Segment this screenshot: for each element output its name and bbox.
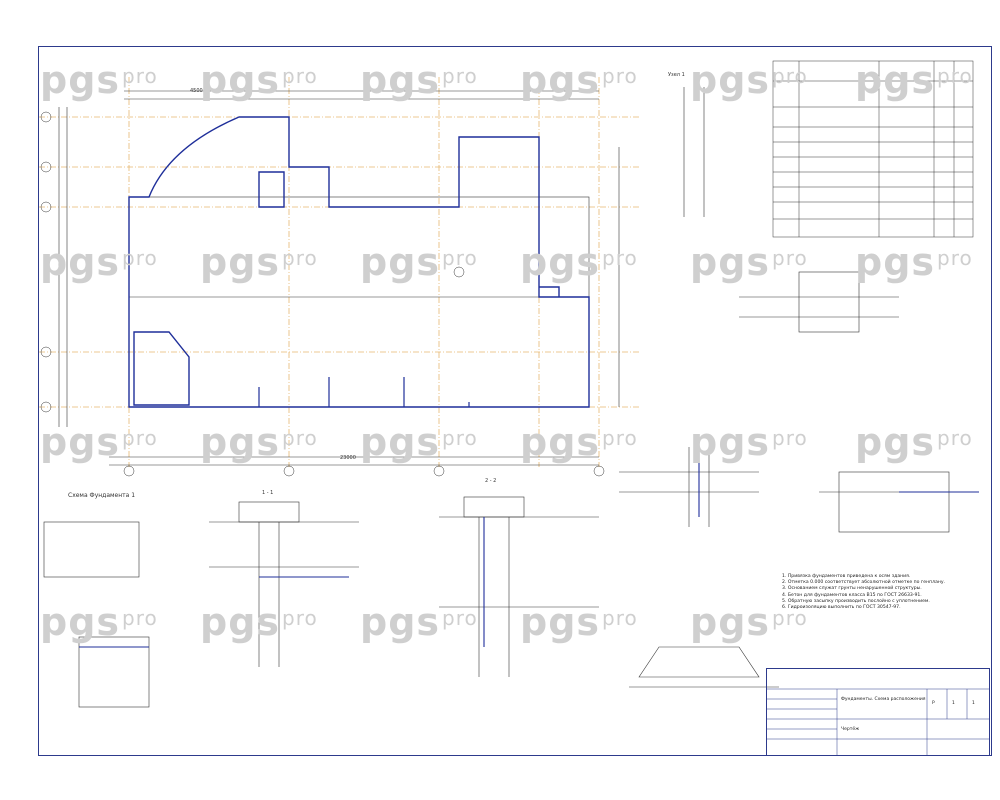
- note-line: 4. Бетон для фундаментов класса В15 по Г…: [782, 592, 922, 598]
- dimension-label: 4500: [190, 88, 203, 94]
- stamp-sheets: 1: [972, 701, 975, 706]
- drawing-sheet: [38, 46, 992, 756]
- dimension-label: 23000: [340, 455, 356, 461]
- drawing-lines: [39, 60, 979, 708]
- section-label: 1 - 1: [262, 490, 274, 496]
- note-line: 2. Отметка 0.000 соответствует абсолютно…: [782, 580, 946, 586]
- stamp-sheet: 1: [952, 701, 955, 706]
- stamp-doc: Чертёж: [841, 727, 860, 732]
- stamp-stage: Р: [932, 701, 935, 706]
- title-block: Фундаменты. Схема расположения Р 1 1 Чер…: [766, 668, 990, 756]
- stamp-title: Фундаменты. Схема расположения: [841, 697, 926, 702]
- title-block-grid: [767, 688, 989, 755]
- general-notes: 1. Привязка фундаментов приведена к осям…: [782, 574, 987, 611]
- note-line: 6. Гидроизоляцию выполнить по ГОСТ 30547…: [782, 605, 901, 611]
- note-line: 1. Привязка фундаментов приведена к осям…: [782, 574, 911, 579]
- node-label: Узел 1: [668, 72, 685, 78]
- section-label: 2 - 2: [485, 478, 497, 484]
- note-line: 3. Основанием служат грунты ненарушенной…: [782, 586, 922, 592]
- scheme-title: Схема Фундамента 1: [68, 492, 136, 499]
- note-line: 5. Обратную засыпку производить послойно…: [782, 598, 930, 604]
